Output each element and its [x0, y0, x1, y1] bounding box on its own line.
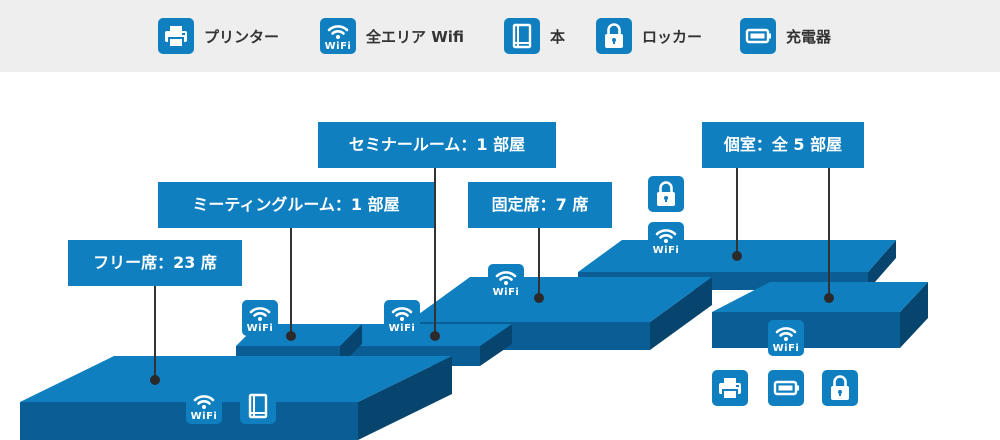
- floor-free-seats: [20, 356, 452, 440]
- marker-private-2: [824, 293, 834, 303]
- label-free-seats: フリー席：23 席: [68, 240, 242, 286]
- label-fixed-seats: 固定席：7 席: [468, 182, 612, 228]
- floor-plan-shapes: [20, 240, 928, 440]
- leader-private-1: [736, 166, 738, 256]
- leader-fixed: [538, 224, 540, 298]
- legend-label-printer: プリンター: [204, 27, 280, 46]
- marker-private-1: [732, 251, 742, 261]
- wifi-icon: WiFi: [320, 18, 356, 54]
- book-icon: [504, 18, 540, 54]
- leader-free: [154, 282, 156, 380]
- wifi-icon: WiFi: [186, 388, 222, 424]
- lock-icon: [596, 18, 632, 54]
- battery-icon: [740, 18, 776, 54]
- marker-meeting: [286, 331, 296, 341]
- label-meeting-room: ミーティングルーム：1 部屋: [158, 182, 434, 228]
- marker-free: [150, 375, 160, 385]
- leader-seminar: [434, 166, 436, 336]
- wifi-badge-text: WiFi: [388, 323, 416, 334]
- legend-item-locker: ロッカー: [596, 18, 702, 54]
- marker-fixed: [534, 293, 544, 303]
- legend-bar: プリンター WiFi 全エリア Wifi 本: [0, 0, 1000, 72]
- battery-icon: [768, 370, 804, 406]
- floor-plan: フリー席：23 席 ミーティングルーム：1 部屋 セミナールーム：1 部屋 固定…: [0, 72, 1000, 440]
- wifi-badge-text: WiFi: [772, 343, 800, 354]
- wifi-icon: WiFi: [648, 222, 684, 258]
- wifi-badge-text: WiFi: [324, 41, 352, 52]
- legend-label-wifi: 全エリア Wifi: [366, 27, 465, 46]
- wifi-badge-text: WiFi: [492, 287, 520, 298]
- wifi-icon: WiFi: [768, 320, 804, 356]
- legend-label-book: 本: [550, 27, 566, 46]
- book-icon: [240, 388, 276, 424]
- legend-item-printer: プリンター: [158, 18, 279, 54]
- wifi-icon: WiFi: [384, 300, 420, 336]
- legend-item-charger: 充電器: [740, 18, 831, 54]
- legend-label-locker: ロッカー: [642, 27, 703, 46]
- wifi-icon: WiFi: [242, 300, 278, 336]
- leader-private-2: [828, 166, 830, 298]
- printer-icon: [712, 370, 748, 406]
- wifi-badge-text: WiFi: [246, 323, 274, 334]
- leader-meeting: [290, 224, 292, 336]
- wifi-icon: WiFi: [488, 264, 524, 300]
- label-seminar-room: セミナールーム：1 部屋: [318, 122, 556, 168]
- wifi-badge-text: WiFi: [190, 411, 218, 422]
- legend-item-book: 本: [504, 18, 565, 54]
- marker-seminar: [430, 331, 440, 341]
- lock-icon: [822, 370, 858, 406]
- wifi-badge-text: WiFi: [652, 245, 680, 256]
- label-private-rooms: 個室：全 5 部屋: [702, 122, 864, 168]
- lock-icon: [648, 176, 684, 212]
- floor-private-front: [712, 282, 928, 348]
- legend-label-charger: 充電器: [786, 27, 832, 46]
- legend-item-wifi: WiFi 全エリア Wifi: [320, 18, 464, 54]
- printer-icon: [158, 18, 194, 54]
